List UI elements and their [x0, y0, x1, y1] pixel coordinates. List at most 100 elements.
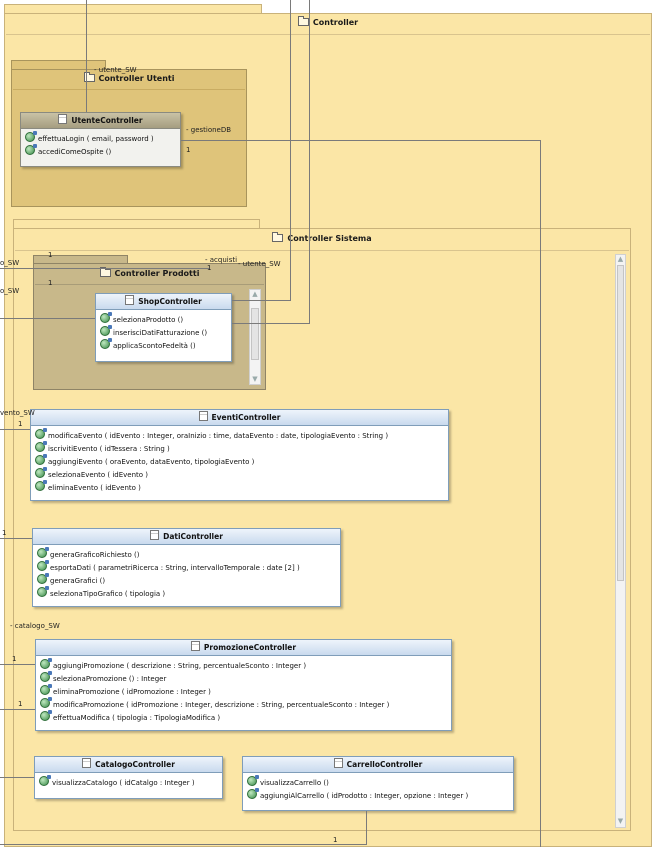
multiplicity-label: 1 [12, 655, 17, 663]
eventi-controller-class[interactable]: EventiController modificaEvento ( idEven… [30, 409, 449, 501]
operation-icon [35, 467, 47, 478]
carrello-controller-operations: visualizzaCarrello () aggiungiAlCarrello… [243, 773, 513, 802]
role-label: - catalogo_SW [10, 622, 60, 630]
role-label: - utente_SW [238, 260, 281, 268]
prodotti-scrollbar-thumb[interactable] [251, 308, 259, 360]
role-label: o_SW [0, 259, 20, 267]
class-icon [125, 295, 135, 305]
association-line[interactable] [290, 0, 291, 301]
operation[interactable]: selezionaTipoGrafico ( tipologia ) [33, 586, 340, 600]
prodotti-scrollbar[interactable]: ▲ ▼ [249, 289, 261, 385]
operation[interactable]: esportaDati ( parametriRicerca : String,… [33, 560, 340, 574]
multiplicity-label: 1 [48, 279, 53, 287]
association-line[interactable] [0, 429, 30, 430]
operation-icon [100, 312, 112, 323]
eventi-controller-operations: modificaEvento ( idEvento : Integer, ora… [31, 426, 448, 494]
operation[interactable]: effettuaModifica ( tipologia : Tipologia… [36, 710, 451, 724]
operation-icon [25, 144, 37, 155]
operation[interactable]: iscrivitiEvento ( idTessera : String ) [31, 441, 448, 455]
scroll-down-icon[interactable]: ▼ [617, 817, 624, 825]
operation[interactable]: modificaPromozione ( idPromozione : Inte… [36, 697, 451, 711]
operation[interactable]: visualizzaCarrello () [243, 775, 513, 789]
operation[interactable]: effettuaLogin ( email, password ) [21, 131, 180, 145]
operation[interactable]: selezionaEvento ( idEvento ) [31, 467, 448, 481]
utenti-package-divider [13, 89, 245, 90]
operation[interactable]: selezionaProdotto () [96, 312, 231, 326]
association-line[interactable] [0, 318, 95, 319]
operation-icon [39, 775, 51, 786]
association-line[interactable] [309, 0, 310, 324]
promozione-controller-operations: aggiungiPromozione ( descrizione : Strin… [36, 656, 451, 724]
role-label: - gestioneDB [186, 126, 232, 134]
operation-icon [35, 441, 47, 452]
controller-utenti-title: Controller Utenti [12, 72, 246, 83]
operation-icon [25, 131, 37, 142]
promozione-controller-class[interactable]: PromozioneController aggiungiPromozione … [35, 639, 452, 731]
multiplicity-label: 1 [2, 529, 7, 537]
operation-icon [37, 560, 49, 571]
multiplicity-label: 1 [207, 264, 212, 272]
association-line[interactable] [232, 300, 290, 301]
association-line[interactable] [181, 140, 540, 141]
shop-controller-operations: selezionaProdotto () inserisciDatiFattur… [96, 310, 231, 352]
association-line[interactable] [0, 844, 367, 845]
operation[interactable]: accediComeOspite () [21, 144, 180, 158]
association-line[interactable] [86, 0, 87, 112]
role-label: o_SW [0, 287, 20, 295]
carrello-controller-class[interactable]: CarrelloController visualizzaCarrello ()… [242, 756, 514, 811]
scroll-down-icon[interactable]: ▼ [252, 375, 258, 383]
operation[interactable]: eliminaPromozione ( idPromozione : Integ… [36, 684, 451, 698]
role-label: - acquisti [205, 256, 238, 264]
association-line[interactable] [0, 664, 35, 665]
folder-icon [297, 16, 309, 26]
controller-package-title: Controller [5, 16, 651, 27]
association-line[interactable] [540, 140, 541, 847]
shop-controller-class[interactable]: ShopController selezionaProdotto () inse… [95, 293, 232, 362]
operation[interactable]: selezionaPromozione () : Integer [36, 671, 451, 685]
operation-icon [40, 671, 52, 682]
class-icon [198, 411, 208, 421]
sistema-scrollbar[interactable]: ▲ ▼ [615, 254, 626, 828]
operation[interactable]: aggiungiAlCarrello ( idProdotto : Intege… [243, 788, 513, 802]
operation[interactable]: generaGrafici () [33, 573, 340, 587]
operation-icon [35, 428, 47, 439]
operation[interactable]: visualizzaCatalogo ( idCatalgo : Integer… [35, 775, 222, 789]
multiplicity-label: 1 [18, 700, 23, 708]
association-line[interactable] [0, 268, 209, 269]
controller-prodotti-title: Controller Prodotti [34, 267, 265, 278]
operation[interactable]: eliminaEvento ( idEvento ) [31, 480, 448, 494]
operation[interactable]: modificaEvento ( idEvento : Integer, ora… [31, 428, 448, 442]
class-icon [82, 758, 92, 768]
association-line[interactable] [0, 709, 35, 710]
catalogo-controller-header: CatalogoController [35, 757, 222, 773]
scroll-up-icon[interactable]: ▲ [252, 290, 258, 298]
class-icon [190, 641, 200, 651]
utente-controller-operations: effettuaLogin ( email, password ) accedi… [21, 129, 180, 158]
eventi-controller-header: EventiController [31, 410, 448, 426]
association-line[interactable] [0, 777, 34, 778]
operation[interactable]: inserisciDatiFatturazione () [96, 325, 231, 339]
association-line[interactable] [232, 323, 309, 324]
sistema-scrollbar-thumb[interactable] [617, 265, 624, 581]
class-icon [333, 758, 343, 768]
utente-controller-class[interactable]: UtenteController effettuaLogin ( email, … [20, 112, 181, 167]
controller-sistema-title: Controller Sistema [14, 232, 630, 243]
scroll-up-icon[interactable]: ▲ [617, 255, 624, 263]
association-line[interactable] [366, 811, 367, 844]
dati-controller-class[interactable]: DatiController generaGraficoRichiesto ()… [32, 528, 341, 607]
utente-controller-header: UtenteController [21, 113, 180, 129]
prodotti-package-divider [35, 284, 264, 285]
operation-icon [40, 658, 52, 669]
operation[interactable]: applicaScontoFedeltà () [96, 338, 231, 352]
catalogo-controller-class[interactable]: CatalogoController visualizzaCatalogo ( … [34, 756, 223, 799]
dati-controller-operations: generaGraficoRichiesto () esportaDati ( … [33, 545, 340, 600]
operation-icon [37, 586, 49, 597]
operation-icon [40, 684, 52, 695]
operation[interactable]: aggiungiPromozione ( descrizione : Strin… [36, 658, 451, 672]
operation[interactable]: aggiungiEvento ( oraEvento, dataEvento, … [31, 454, 448, 468]
operation-icon [37, 573, 49, 584]
operation[interactable]: generaGraficoRichiesto () [33, 547, 340, 561]
multiplicity-label: 1 [18, 420, 23, 428]
association-line[interactable] [0, 538, 32, 539]
operation-icon [35, 454, 47, 465]
